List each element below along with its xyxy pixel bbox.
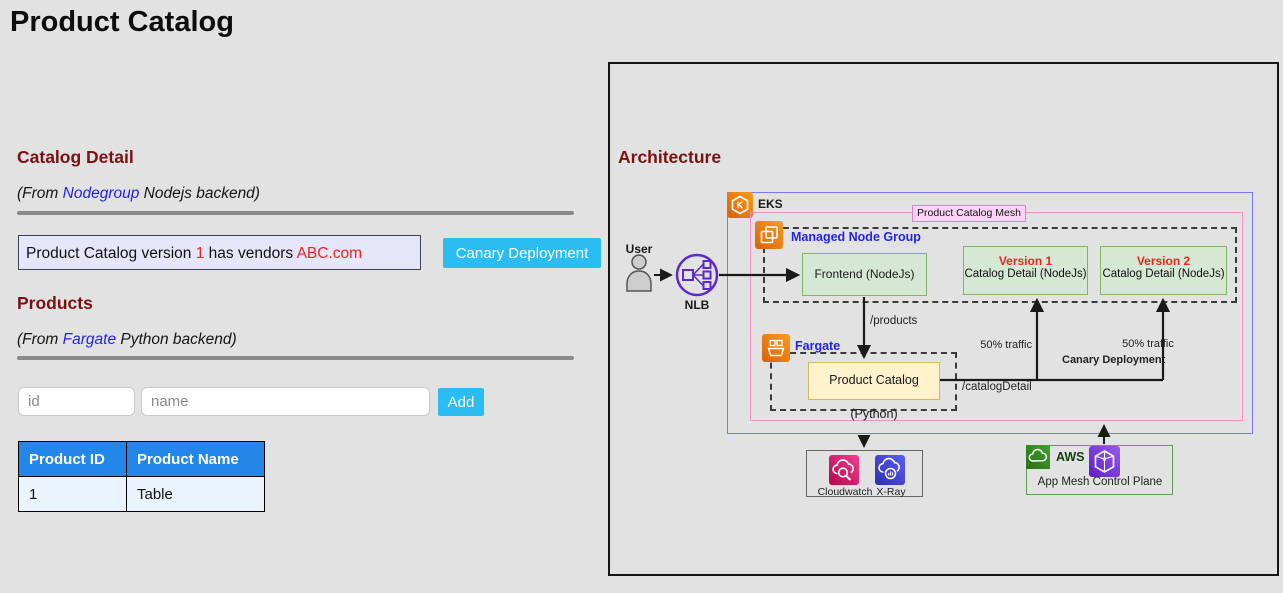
fargate-icon	[762, 334, 790, 362]
canary-deployment-button[interactable]: Canary Deployment	[443, 238, 601, 268]
version2-node: Version 2 Catalog Detail (NodeJs)	[1100, 246, 1227, 295]
nlb-label: NLB	[684, 298, 710, 312]
divider	[17, 356, 574, 360]
xray-icon	[875, 455, 905, 485]
version2-title: Version 2	[1136, 254, 1191, 268]
version1-label: Catalog Detail (NodeJs)	[964, 268, 1087, 280]
add-button[interactable]: Add	[438, 388, 484, 416]
user-label: User	[625, 242, 653, 256]
cloudwatch-label: Cloudwatch	[817, 486, 873, 498]
cloudwatch-icon	[829, 455, 859, 485]
eks-boundary-box	[727, 192, 1253, 434]
version-text: has vendors	[204, 245, 297, 262]
product-id-input[interactable]	[18, 387, 135, 416]
column-header-product-name: Product Name	[126, 441, 265, 477]
managed-node-group-icon	[755, 221, 783, 249]
table-header-row: Product ID Product Name	[18, 441, 265, 477]
version1-title: Version 1	[998, 254, 1053, 268]
appmesh-box	[1026, 445, 1173, 495]
products-route-label: /products	[870, 315, 918, 327]
traffic-right-label: 50% traffic	[1122, 338, 1174, 350]
version-info-box: Product Catalog version 1 has vendors AB…	[18, 235, 421, 270]
version1-node: Version 1 Catalog Detail (NodeJs)	[963, 246, 1088, 295]
products-subtitle: (From Fargate Python backend)	[17, 331, 237, 349]
vendor-name: ABC.com	[296, 245, 363, 262]
subtitle-text: Nodejs backend)	[139, 185, 260, 202]
nlb-icon	[675, 253, 719, 302]
user-icon	[624, 254, 654, 297]
fargate-link[interactable]: Fargate	[62, 331, 117, 348]
managed-node-group-box	[763, 227, 1237, 303]
table-row: 1 Table	[18, 476, 265, 512]
catalog-detail-subtitle: (From Nodegroup Nodejs backend)	[17, 185, 260, 203]
subtitle-text: (From	[17, 185, 63, 202]
subtitle-text: (From	[17, 331, 63, 348]
products-table: Product ID Product Name 1 Table	[18, 441, 265, 512]
frontend-node: Frontend (NodeJs)	[802, 253, 927, 296]
aws-icon	[1026, 445, 1050, 469]
catalog-detail-heading: Catalog Detail	[17, 147, 134, 167]
subtitle-text: Python backend)	[116, 331, 237, 348]
product-name-input[interactable]	[141, 387, 430, 416]
column-header-product-id: Product ID	[18, 441, 127, 477]
fargate-label: Fargate	[795, 339, 841, 353]
canary-deployment-label: Canary Deployment	[1062, 354, 1166, 366]
eks-label: EKS	[758, 197, 783, 211]
page-title: Product Catalog	[10, 6, 234, 38]
divider	[17, 211, 574, 215]
catalog-detail-route-label: /catalogDetail	[962, 381, 1032, 393]
mesh-label: Product Catalog Mesh	[912, 205, 1026, 222]
version2-label: Catalog Detail (NodeJs)	[1102, 268, 1225, 280]
eks-icon	[727, 192, 753, 218]
appmesh-icon	[1089, 446, 1120, 477]
xray-label: X-Ray	[876, 486, 906, 498]
aws-label: AWS	[1056, 450, 1085, 464]
architecture-panel	[608, 62, 1279, 576]
monitoring-box	[806, 450, 923, 497]
cell-product-name: Table	[126, 476, 265, 512]
architecture-heading: Architecture	[618, 147, 722, 167]
products-heading: Products	[17, 293, 93, 313]
version-text: Product Catalog version	[26, 245, 196, 262]
appmesh-label: App Mesh Control Plane	[1037, 476, 1163, 488]
managed-node-group-label: Managed Node Group	[791, 230, 921, 244]
traffic-left-label: 50% traffic	[980, 339, 1032, 351]
cell-product-id: 1	[18, 476, 127, 512]
nodegroup-link[interactable]: Nodegroup	[62, 185, 140, 202]
product-catalog-python-node: Product Catalog (Python)	[808, 362, 940, 421]
version-number: 1	[195, 245, 205, 262]
